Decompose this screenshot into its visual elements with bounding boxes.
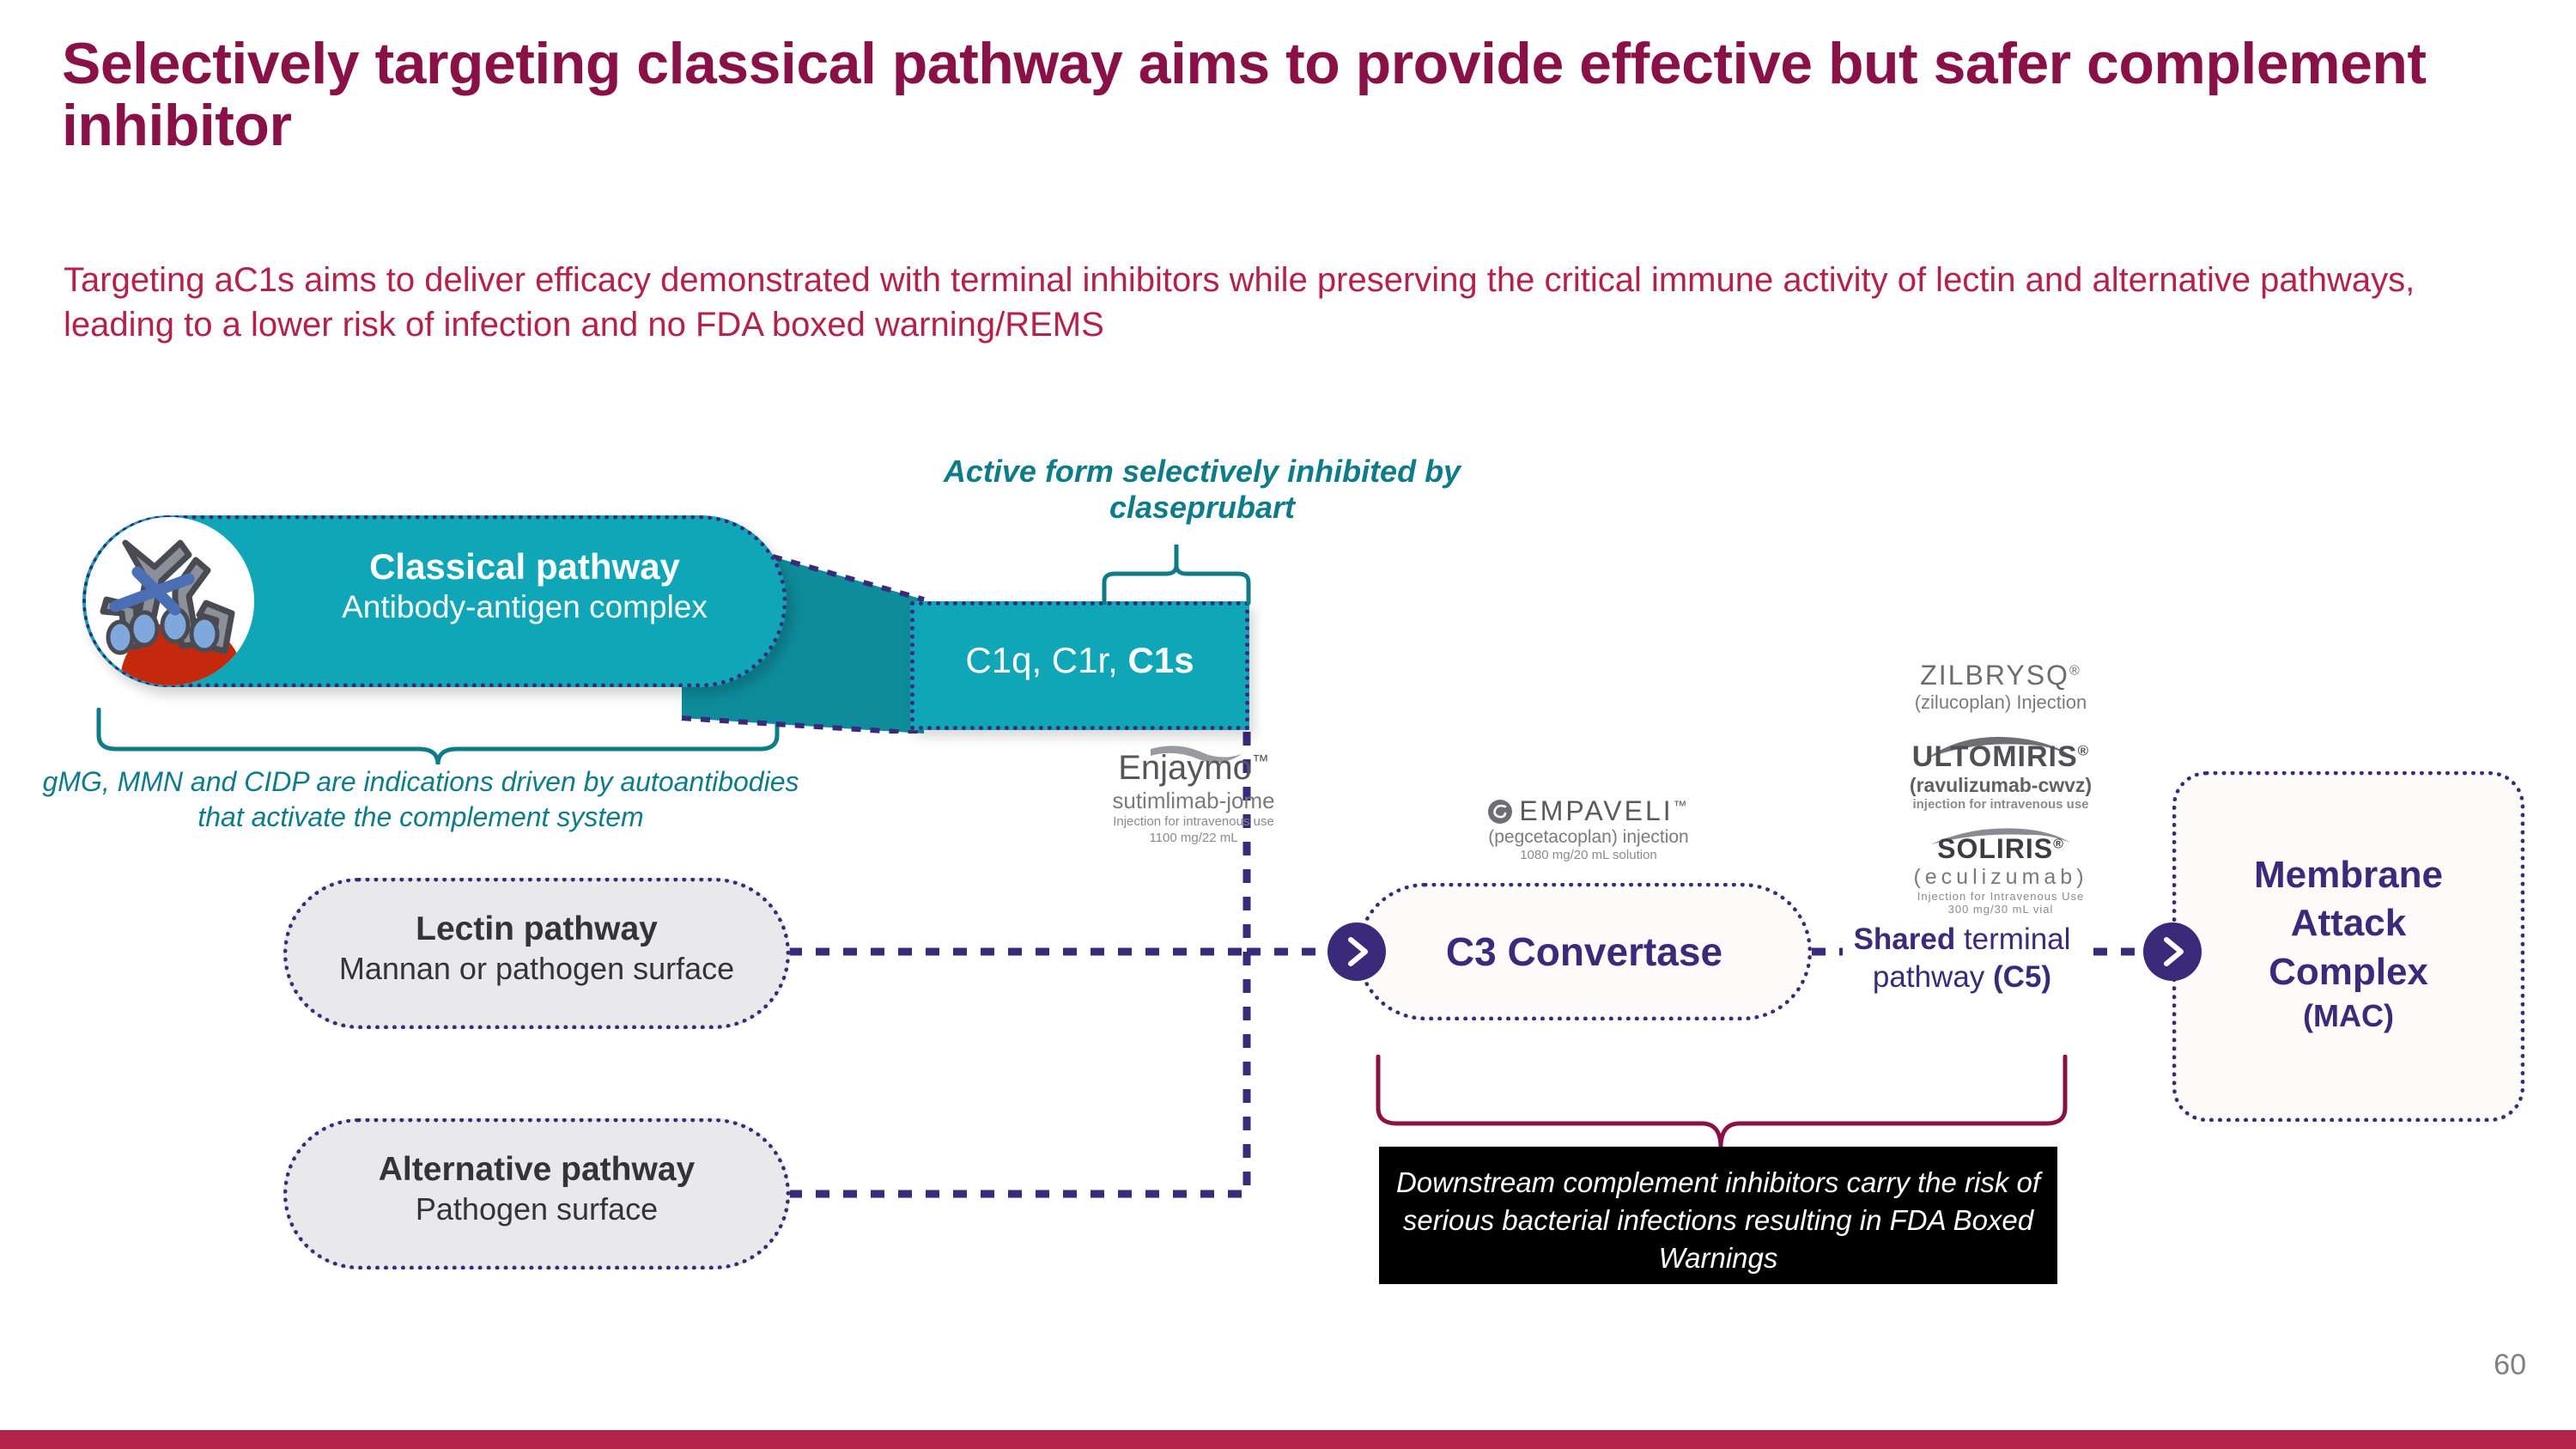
page-number: 60 bbox=[2494, 1349, 2526, 1381]
c5-bold: (C5) bbox=[1993, 960, 2052, 995]
c1-prefix: C1q, C1r, bbox=[965, 640, 1128, 680]
mac-line-1: Membrane bbox=[2253, 854, 2444, 896]
ultomiris-brand: ULTOMIRIS® bbox=[1911, 740, 2090, 773]
zilbrysq-logo: ZILBRYSQ® (zilucoplan) Injection bbox=[1872, 660, 2129, 714]
alternative-pathway-subtitle: Pathogen surface bbox=[415, 1190, 659, 1227]
page-title: Selectively targeting classical pathway … bbox=[62, 31, 2427, 159]
c1s-bold: C1s bbox=[1127, 640, 1194, 680]
mac-line-4: (MAC) bbox=[2303, 997, 2394, 1033]
antibody-antigen-complex-icon bbox=[86, 517, 254, 685]
enjaymo-swoosh-icon bbox=[1151, 746, 1242, 763]
enjaymo-generic: sutimlimab-jome bbox=[1112, 788, 1275, 813]
downstream-warning-text: Downstream complement inhibitors carry t… bbox=[1395, 1166, 2041, 1275]
ultomiris-swoosh-icon bbox=[1927, 736, 2075, 758]
active-form-note: Active form selectively inhibited by cla… bbox=[943, 454, 1461, 526]
lectin-pathway-subtitle: Mannan or pathogen surface bbox=[338, 950, 735, 986]
enjaymo-brand: Enjaymo™ bbox=[1118, 749, 1269, 787]
soliris-swoosh-icon bbox=[1931, 828, 2070, 844]
enjaymo-dose: 1100 mg/22 mL bbox=[1149, 830, 1238, 845]
empaveli-brand: EMPAVELI™ bbox=[1519, 795, 1690, 826]
c3-convertase-node: C3 Convertase bbox=[1357, 883, 1812, 1020]
ultomiris-route: injection for intravenous use bbox=[1912, 797, 2089, 812]
soliris-brand: SOLIRIS® bbox=[1937, 833, 2064, 864]
downstream-warning-box: Downstream complement inhibitors carry t… bbox=[1379, 1147, 2057, 1284]
soliris-route: Injection for Intravenous Use bbox=[1917, 890, 2085, 903]
mac-line-2: Attack bbox=[2290, 902, 2407, 945]
page-subtitle: Targeting aC1s aims to deliver efficacy … bbox=[64, 261, 2415, 344]
downstream-warning-brace-icon bbox=[1376, 1055, 2068, 1148]
zilbrysq-generic: (zilucoplan) Injection bbox=[1914, 691, 2087, 713]
enjaymo-logo: Enjaymo™ sutimlimab-jome Injection for i… bbox=[1065, 749, 1322, 847]
pathway-word: pathway bbox=[1872, 960, 1994, 995]
mac-line-3: Complex bbox=[2269, 950, 2428, 993]
footer-accent-bar bbox=[0, 1430, 2576, 1449]
alternative-pathway-title: Alternative pathway bbox=[378, 1151, 696, 1188]
ultomiris-generic: (ravulizumab-cwvz) bbox=[1909, 774, 2093, 796]
classical-pathway-subtitle: Antibody-antigen complex bbox=[342, 588, 708, 624]
soliris-dose: 300 mg/30 mL vial bbox=[1947, 903, 2054, 916]
mac-label: Membrane Attack Complex (MAC) bbox=[2177, 851, 2520, 1036]
membrane-attack-complex-node: Membrane Attack Complex (MAC) bbox=[2172, 771, 2524, 1122]
c3-convertase-label: C3 Convertase bbox=[1445, 929, 1723, 974]
zilbrysq-brand: ZILBRYSQ® bbox=[1920, 660, 2081, 691]
alternative-pathway-node: Alternative pathway Pathogen surface bbox=[283, 1118, 790, 1269]
ultomiris-logo: ULTOMIRIS® (ravulizumab-cwvz) injection … bbox=[1872, 740, 2129, 812]
classical-indications-note: gMG, MMN and CIDP are indications driven… bbox=[42, 766, 799, 832]
enjaymo-route: Injection for intravenous use bbox=[1113, 814, 1274, 829]
classical-pathway-text: Classical pathway Antibody-antigen compl… bbox=[284, 545, 765, 625]
chevron-right-icon-c3 bbox=[1327, 922, 1386, 981]
shared-bold: Shared bbox=[1853, 922, 1956, 956]
alternative-pathway-text: Alternative pathway Pathogen surface bbox=[288, 1150, 786, 1227]
lectin-pathway-node: Lectin pathway Mannan or pathogen surfac… bbox=[283, 878, 790, 1029]
c1-complex-node: C1q, C1r, C1s bbox=[910, 601, 1249, 730]
lectin-pathway-text: Lectin pathway Mannan or pathogen surfac… bbox=[288, 910, 786, 987]
empaveli-generic: (pegcetacoplan) injection bbox=[1488, 827, 1689, 847]
classical-pathway-title: Classical pathway bbox=[369, 546, 680, 587]
soliris-generic: (eculizumab) bbox=[1913, 865, 2088, 889]
chevron-right-icon-mac bbox=[2143, 922, 2202, 981]
shared-terminal-pathway-label: Shared terminal pathway (C5) bbox=[1838, 921, 2087, 996]
empaveli-mark-icon bbox=[1488, 799, 1513, 824]
classical-indications-brace-icon bbox=[96, 708, 780, 765]
soliris-logo: SOLIRIS® (eculizumab) Injection for Intr… bbox=[1872, 833, 2129, 916]
lectin-pathway-title: Lectin pathway bbox=[416, 910, 658, 947]
c1-complex-label: C1q, C1r, C1s bbox=[914, 640, 1245, 681]
empaveli-dose: 1080 mg/20 mL solution bbox=[1520, 848, 1657, 862]
c1s-brace-icon bbox=[1102, 545, 1251, 605]
empaveli-logo: EMPAVELI™ (pegcetacoplan) injection 1080… bbox=[1460, 795, 1717, 862]
terminal-word: terminal bbox=[1955, 922, 2071, 956]
empaveli-brand-row: EMPAVELI™ bbox=[1460, 795, 1717, 827]
